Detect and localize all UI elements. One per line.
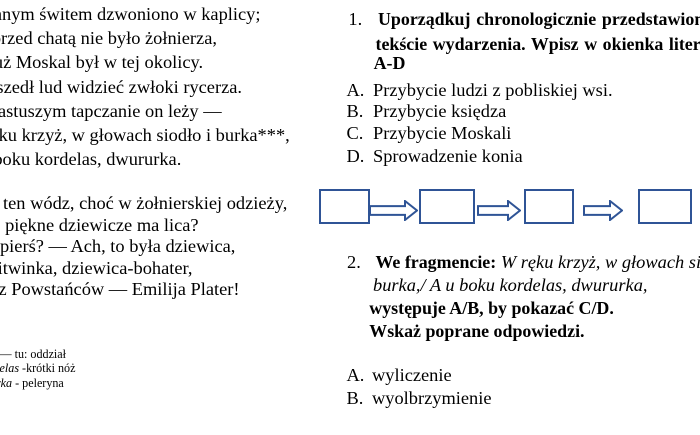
question-1-number: 1. [348, 8, 363, 29]
poem-line: Bo już Moskal był w tej okolicy. [0, 52, 204, 73]
question-2-number: 2. [347, 251, 361, 272]
question-2-line-1: We fragmencie: W ręku krzyż, w głowach s… [376, 252, 700, 272]
footnote-definition: — tu: oddział [0, 346, 67, 361]
option-letter: B. [346, 388, 364, 409]
footnote-term: ** kordelas [0, 361, 20, 376]
question-2-line-4: Wskaż poprane odpowiedzi. [369, 321, 585, 342]
question-1-prompt-line-1: Uporządkuj chronologicznie przedstawione… [378, 8, 700, 29]
poem-line: Już przed chatą nie było żołnierza, [0, 28, 217, 49]
poem-line: To Litwinka, dziewica-bohater, [0, 257, 193, 278]
option-text: wyolbrzymienie [372, 388, 492, 409]
poem-line: Wódz Powstańców — Emilija Plater! [0, 279, 240, 300]
option-text: Przybycie Moskali [373, 123, 512, 144]
arrow-right-icon [369, 200, 419, 221]
arrow-right-icon [582, 200, 623, 221]
option-text: Przybycie ludzi z pobliskiej wsi. [373, 79, 613, 100]
question-2-lead: We fragmencie: [375, 251, 497, 272]
question-2-quote-1: W ręku krzyż, w głowach siodło i [500, 251, 700, 272]
option-letter: D. [346, 146, 365, 167]
option-letter: B. [346, 100, 364, 121]
poem-line: Jakie piękne dziewicze ma lica? [0, 214, 199, 235]
poem-line: W ręku krzyż, w głowach siodło i burka**… [0, 124, 290, 145]
poem-stanza-1: Z rannym świtem dzwoniono w kaplicy; Już… [0, 2, 290, 171]
poem-stanza-2: Lecz ten wódz, choć w żołnierskiej odzie… [0, 193, 287, 301]
footnote-term: *** burka [0, 376, 13, 391]
poem-line: Z rannym świtem dzwoniono w kaplicy; [0, 4, 261, 25]
option-text: Sprowadzenie konia [373, 146, 523, 167]
option-letter: A. [346, 79, 365, 100]
option-letter: A. [346, 365, 365, 386]
poem-footnotes: * rota — tu: oddział ** kordelas -krótki… [0, 347, 75, 391]
poem-line: Na pastuszym tapczanie on leży — [0, 100, 222, 121]
arrow-right-icon [476, 200, 521, 221]
footnote-definition: -krótki nóż [19, 361, 76, 376]
poem-line: Jaką pierś? — Ach, to była dziewica, [0, 236, 236, 257]
option-letter: C. [346, 123, 364, 144]
sequence-answer-box-1[interactable] [318, 189, 370, 224]
footnote: * rota — tu: oddział [0, 347, 75, 362]
footnote: ** kordelas -krótki nóż [0, 361, 75, 376]
poem-line: A u boku kordelas, dwururka. [0, 148, 182, 169]
poem-line: Lecz ten wódz, choć w żołnierskiej odzie… [0, 193, 288, 214]
question-2-quote-2: burka,/ A u boku kordelas, dwururka, [373, 275, 648, 295]
sequence-answer-box-3[interactable] [524, 189, 575, 224]
sequence-answer-box-4[interactable] [638, 189, 692, 224]
sequence-answer-box-2[interactable] [419, 189, 475, 224]
option-text: Przybycie księdza [373, 100, 507, 121]
poem-line: Przyszedł lud widzieć zwłoki rycerza. [0, 76, 243, 97]
question-1-prompt-line-2: tekście wydarzenia. Wpisz w okienka lite… [375, 33, 700, 54]
footnote: *** burka - peleryna [0, 376, 75, 391]
question-2-line-3: występuje A/B, by pokazać C/D. [369, 298, 614, 319]
footnote-definition: - peleryna [12, 376, 64, 391]
option-text: wyliczenie [372, 365, 452, 386]
question-1-prompt-line-3: A-D [373, 52, 406, 73]
